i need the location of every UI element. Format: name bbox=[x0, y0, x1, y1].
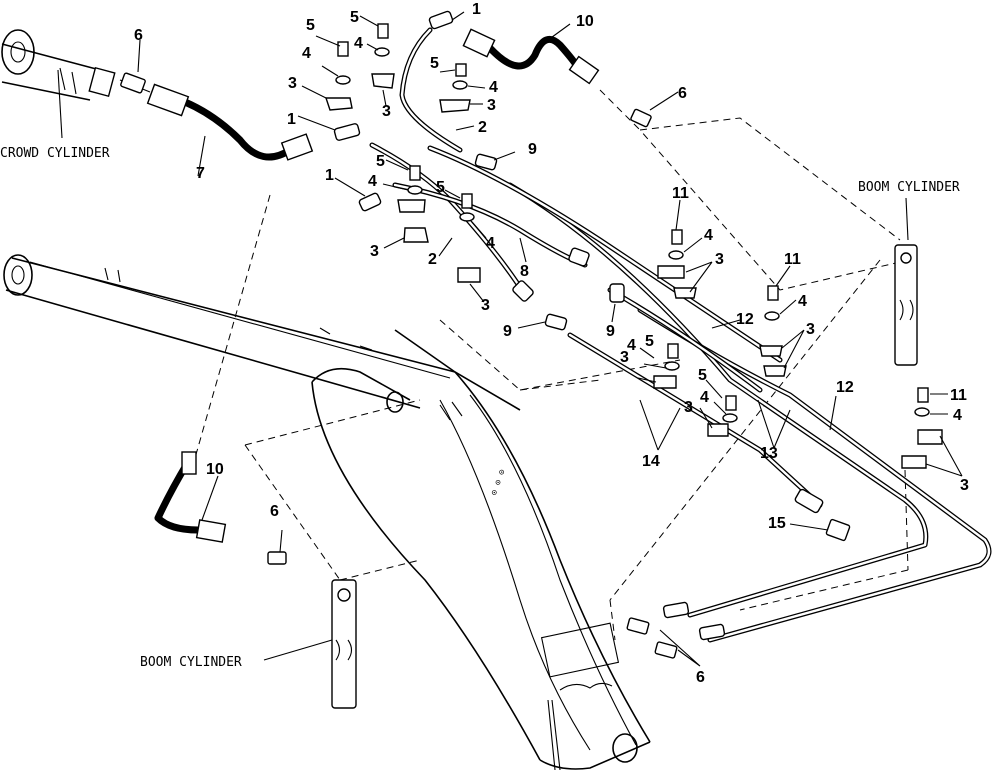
callout-3: 3 bbox=[288, 75, 297, 92]
callout-4: 4 bbox=[798, 293, 807, 310]
callout-7: 7 bbox=[196, 165, 205, 182]
callout-12: 12 bbox=[836, 379, 854, 396]
boom-cylinder-right-label: BOOM CYLINDER bbox=[858, 180, 960, 195]
callout-1: 1 bbox=[472, 1, 481, 18]
callout-4: 4 bbox=[627, 337, 636, 354]
callout-10: 10 bbox=[206, 461, 224, 478]
callout-11: 11 bbox=[950, 387, 967, 404]
callout-3: 3 bbox=[620, 349, 629, 366]
callout-4: 4 bbox=[953, 407, 962, 424]
callout-4: 4 bbox=[489, 79, 498, 96]
callout-11: 11 bbox=[784, 251, 801, 268]
boom-structure: ⊙ ⊙ ⊙ bbox=[3, 254, 651, 771]
callout-5: 5 bbox=[306, 17, 315, 34]
callout-3: 3 bbox=[487, 97, 496, 114]
callout-3: 3 bbox=[715, 251, 724, 268]
tubes bbox=[369, 27, 992, 643]
callout-9: 9 bbox=[528, 141, 537, 158]
callout-4: 4 bbox=[354, 35, 363, 52]
callout-5: 5 bbox=[376, 153, 385, 170]
callout-3: 3 bbox=[370, 243, 379, 260]
crowd-cylinder bbox=[1, 29, 116, 101]
callout-5: 5 bbox=[350, 9, 359, 26]
callout-3: 3 bbox=[960, 477, 969, 494]
svg-text:⊙ ⊙ ⊙: ⊙ ⊙ ⊙ bbox=[489, 468, 508, 497]
boom-cylinder-left bbox=[331, 579, 357, 709]
callout-4: 4 bbox=[302, 45, 311, 62]
callout-numbers: 1 1 1 2 2 3 3 3 3 3 3 3 3 3 3 4 4 4 4 4 … bbox=[134, 1, 969, 686]
hoses bbox=[119, 28, 600, 543]
callout-15: 15 bbox=[768, 515, 786, 532]
callout-8: 8 bbox=[520, 263, 529, 280]
callout-3: 3 bbox=[684, 399, 693, 416]
callout-4: 4 bbox=[700, 389, 709, 406]
callout-1: 1 bbox=[287, 111, 296, 128]
callout-3: 3 bbox=[481, 297, 490, 314]
boom-cylinder-right bbox=[894, 244, 918, 366]
callout-10: 10 bbox=[576, 13, 594, 30]
leader-lines bbox=[57, 11, 963, 667]
callout-4: 4 bbox=[704, 227, 713, 244]
callout-2: 2 bbox=[428, 251, 437, 268]
callout-11: 11 bbox=[672, 185, 689, 202]
crowd-cylinder-label: CROWD CYLINDER bbox=[0, 146, 110, 161]
callout-13: 13 bbox=[760, 445, 778, 462]
callout-5: 5 bbox=[645, 333, 654, 350]
callout-5: 5 bbox=[698, 367, 707, 384]
callout-9: 9 bbox=[503, 323, 512, 340]
callout-4: 4 bbox=[486, 235, 495, 252]
callout-5: 5 bbox=[430, 55, 439, 72]
callout-5: 5 bbox=[436, 179, 445, 196]
callout-3: 3 bbox=[382, 103, 391, 120]
callout-4: 4 bbox=[368, 173, 377, 190]
callout-2: 2 bbox=[478, 119, 487, 136]
callout-6: 6 bbox=[678, 85, 687, 102]
callout-6: 6 bbox=[270, 503, 279, 520]
callout-3: 3 bbox=[806, 321, 815, 338]
fittings bbox=[120, 10, 943, 659]
boom-cylinder-left-label: BOOM CYLINDER bbox=[140, 655, 242, 670]
callout-6: 6 bbox=[696, 669, 705, 686]
callout-14: 14 bbox=[642, 453, 660, 470]
mounting-dashed-lines bbox=[194, 89, 909, 641]
text-labels: CROWD CYLINDER BOOM CYLINDER BOOM CYLIND… bbox=[0, 146, 960, 670]
callout-1: 1 bbox=[325, 167, 334, 184]
callout-6: 6 bbox=[134, 27, 143, 44]
callout-9: 9 bbox=[606, 323, 615, 340]
callout-12: 12 bbox=[736, 311, 754, 328]
